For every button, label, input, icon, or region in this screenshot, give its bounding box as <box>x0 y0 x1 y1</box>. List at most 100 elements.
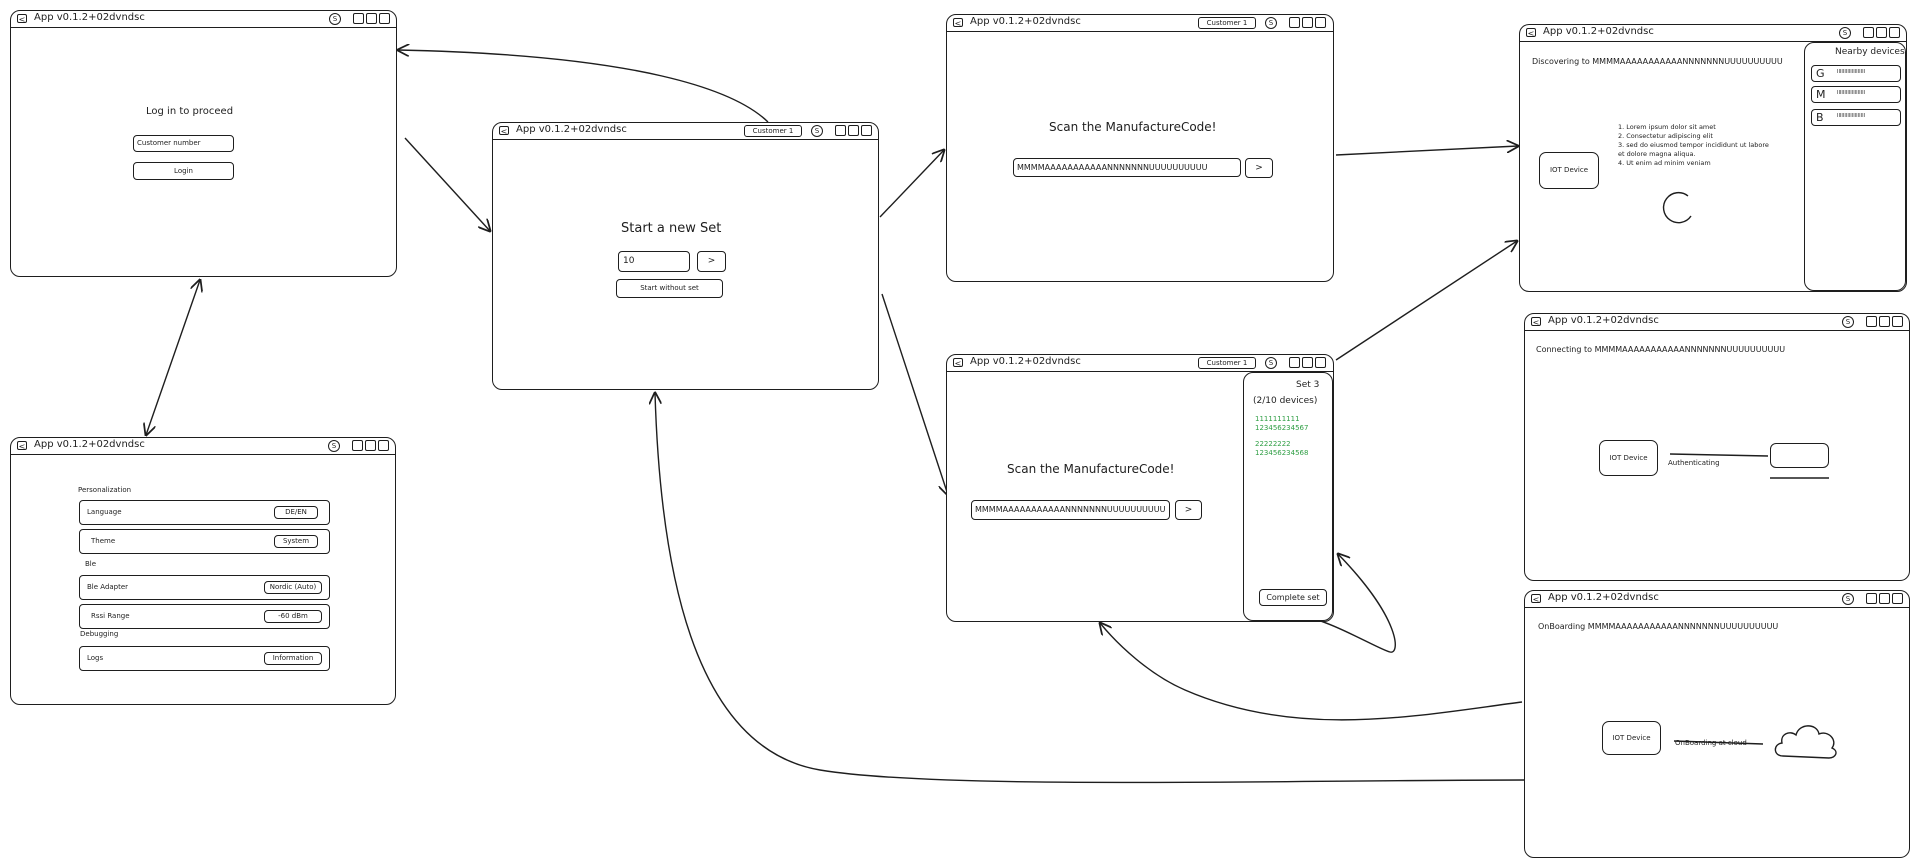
app-title: App v0.1.2+02dvndsc <box>1548 592 1659 603</box>
step-3: 3. sed do eiusmod tempor incididunt ut l… <box>1618 141 1769 149</box>
arrow-start-to-scan <box>879 150 944 218</box>
section-ble: Ble <box>85 560 97 568</box>
scan-go-button[interactable]: > <box>1245 158 1273 178</box>
back-button[interactable]: < <box>1531 317 1541 327</box>
arrow-start-to-scanset <box>881 293 948 495</box>
nearby-devices-panel: Nearby devices G IIIIIIIIIIIIIIIIIII M I… <box>1804 42 1906 291</box>
set-count: (2/10 devices) <box>1253 396 1318 406</box>
start-without-set-button[interactable]: Start without set <box>616 279 723 298</box>
device2-id: 22222222 <box>1255 440 1291 448</box>
logs-row[interactable]: Logs Information <box>79 646 330 671</box>
complete-set-button[interactable]: Complete set <box>1259 589 1327 606</box>
maximize-button[interactable] <box>1879 593 1890 604</box>
maximize-button[interactable] <box>848 125 859 136</box>
theme-row[interactable]: Theme System <box>79 529 330 554</box>
manufacture-code-input[interactable]: MMMMAAAAAAAAAAANNNNNNNUUUUUUUUUU <box>1013 158 1241 177</box>
close-button[interactable] <box>861 125 872 136</box>
login-window: < App v0.1.2+02dvndsc S Log in to procee… <box>10 10 397 277</box>
arrow-login-to-start <box>404 137 490 231</box>
settings-circle-button[interactable]: S <box>328 440 340 452</box>
iot-device-box: IOT Device <box>1602 721 1661 755</box>
scan-heading: Scan the ManufactureCode! <box>1049 120 1217 134</box>
minimize-button[interactable] <box>352 440 363 451</box>
maximize-button[interactable] <box>1302 17 1313 28</box>
back-button[interactable]: < <box>953 18 963 28</box>
onboarding-line <box>1673 740 1764 745</box>
close-button[interactable] <box>1889 27 1900 38</box>
logs-value[interactable]: Information <box>264 652 322 665</box>
close-button[interactable] <box>1892 316 1903 327</box>
minimize-button[interactable] <box>835 125 846 136</box>
connection-line <box>1669 453 1769 457</box>
login-button[interactable]: Login <box>133 162 234 180</box>
nearby-device-item[interactable]: G IIIIIIIIIIIIIIIIIII <box>1811 65 1901 82</box>
settings-circle-button[interactable]: S <box>1842 593 1854 605</box>
close-button[interactable] <box>1315 17 1326 28</box>
scan-go-button[interactable]: > <box>1175 500 1202 520</box>
back-button[interactable]: < <box>17 14 27 24</box>
arrow-start-to-login <box>398 50 769 123</box>
connecting-heading: Connecting to MMMMAAAAAAAAAAANNNNNNNUUUU… <box>1536 345 1786 354</box>
manufacture-code-input[interactable]: MMMMAAAAAAAAAAANNNNNNNUUUUUUUUUU <box>971 500 1170 520</box>
language-row[interactable]: Language DE/EN <box>79 500 330 525</box>
step-4: 4. Ut enim ad minim veniam <box>1618 159 1711 167</box>
back-button[interactable]: < <box>1526 28 1536 38</box>
minimize-button[interactable] <box>1863 27 1874 38</box>
set-title: Set 3 <box>1296 380 1320 390</box>
maximize-button[interactable] <box>1876 27 1887 38</box>
settings-circle-button[interactable]: S <box>1842 316 1854 328</box>
title-bar: < App v0.1.2+02dvndsc Customer 1 S <box>947 15 1333 32</box>
settings-window: < App v0.1.2+02dvndsc S Personalization … <box>10 437 396 705</box>
customer-badge[interactable]: Customer 1 <box>1198 17 1256 29</box>
rssi-range-value[interactable]: -60 dBm <box>264 610 322 623</box>
nearby-device-item[interactable]: B IIIIIIIIIIIIIIIIIII <box>1811 109 1901 126</box>
settings-circle-button[interactable]: S <box>1265 17 1277 29</box>
set-size-input[interactable]: 10 <box>618 251 690 272</box>
minimize-button[interactable] <box>1289 17 1300 28</box>
nearby-device-item[interactable]: M IIIIIIIIIIIIIIIIIII <box>1811 86 1901 103</box>
arrow-scanset-to-discover <box>1335 241 1517 361</box>
minimize-button[interactable] <box>1866 593 1877 604</box>
app-title: App v0.1.2+02dvndsc <box>1543 26 1654 37</box>
maximize-button[interactable] <box>1302 357 1313 368</box>
rssi-range-row[interactable]: Rssi Range -60 dBm <box>79 604 330 629</box>
settings-circle-button[interactable]: S <box>329 13 341 25</box>
section-debugging: Debugging <box>80 630 119 638</box>
maximize-button[interactable] <box>1879 316 1890 327</box>
settings-circle-button[interactable]: S <box>811 125 823 137</box>
title-bar: < App v0.1.2+02dvndsc S <box>1525 314 1909 331</box>
customer-badge[interactable]: Customer 1 <box>1198 357 1256 369</box>
minimize-button[interactable] <box>353 13 364 24</box>
start-set-window: < App v0.1.2+02dvndsc Customer 1 S Start… <box>492 122 879 390</box>
ble-adapter-label: Ble Adapter <box>87 583 129 591</box>
settings-circle-button[interactable]: S <box>1839 27 1851 39</box>
cloud-icon <box>1774 725 1837 759</box>
step-1: 1. Lorem ipsum dolor sit amet <box>1618 123 1716 131</box>
close-button[interactable] <box>378 440 389 451</box>
back-button[interactable]: < <box>1531 594 1541 604</box>
customer-badge[interactable]: Customer 1 <box>744 125 802 137</box>
back-button[interactable]: < <box>17 441 27 451</box>
close-button[interactable] <box>1892 593 1903 604</box>
minimize-button[interactable] <box>1866 316 1877 327</box>
maximize-button[interactable] <box>365 440 376 451</box>
close-button[interactable] <box>1315 357 1326 368</box>
maximize-button[interactable] <box>366 13 377 24</box>
ble-adapter-row[interactable]: Ble Adapter Nordic (Auto) <box>79 575 330 600</box>
customer-number-field[interactable]: Customer number <box>133 135 234 152</box>
title-bar: < App v0.1.2+02dvndsc S <box>1520 25 1906 42</box>
settings-circle-button[interactable]: S <box>1265 357 1277 369</box>
theme-value[interactable]: System <box>274 535 318 548</box>
language-value[interactable]: DE/EN <box>274 506 318 519</box>
iot-device-box: IOT Device <box>1599 440 1658 476</box>
close-button[interactable] <box>379 13 390 24</box>
onboarding-window: < App v0.1.2+02dvndsc S OnBoarding MMMMA… <box>1524 590 1910 858</box>
step-2: 2. Consectetur adipiscing elit <box>1618 132 1713 140</box>
title-bar: < App v0.1.2+02dvndsc Customer 1 S <box>947 355 1333 372</box>
back-button[interactable]: < <box>953 358 963 368</box>
start-set-go-button[interactable]: > <box>697 251 726 272</box>
language-label: Language <box>87 508 122 516</box>
back-button[interactable]: < <box>499 126 509 136</box>
minimize-button[interactable] <box>1289 357 1300 368</box>
ble-adapter-value[interactable]: Nordic (Auto) <box>264 581 322 594</box>
